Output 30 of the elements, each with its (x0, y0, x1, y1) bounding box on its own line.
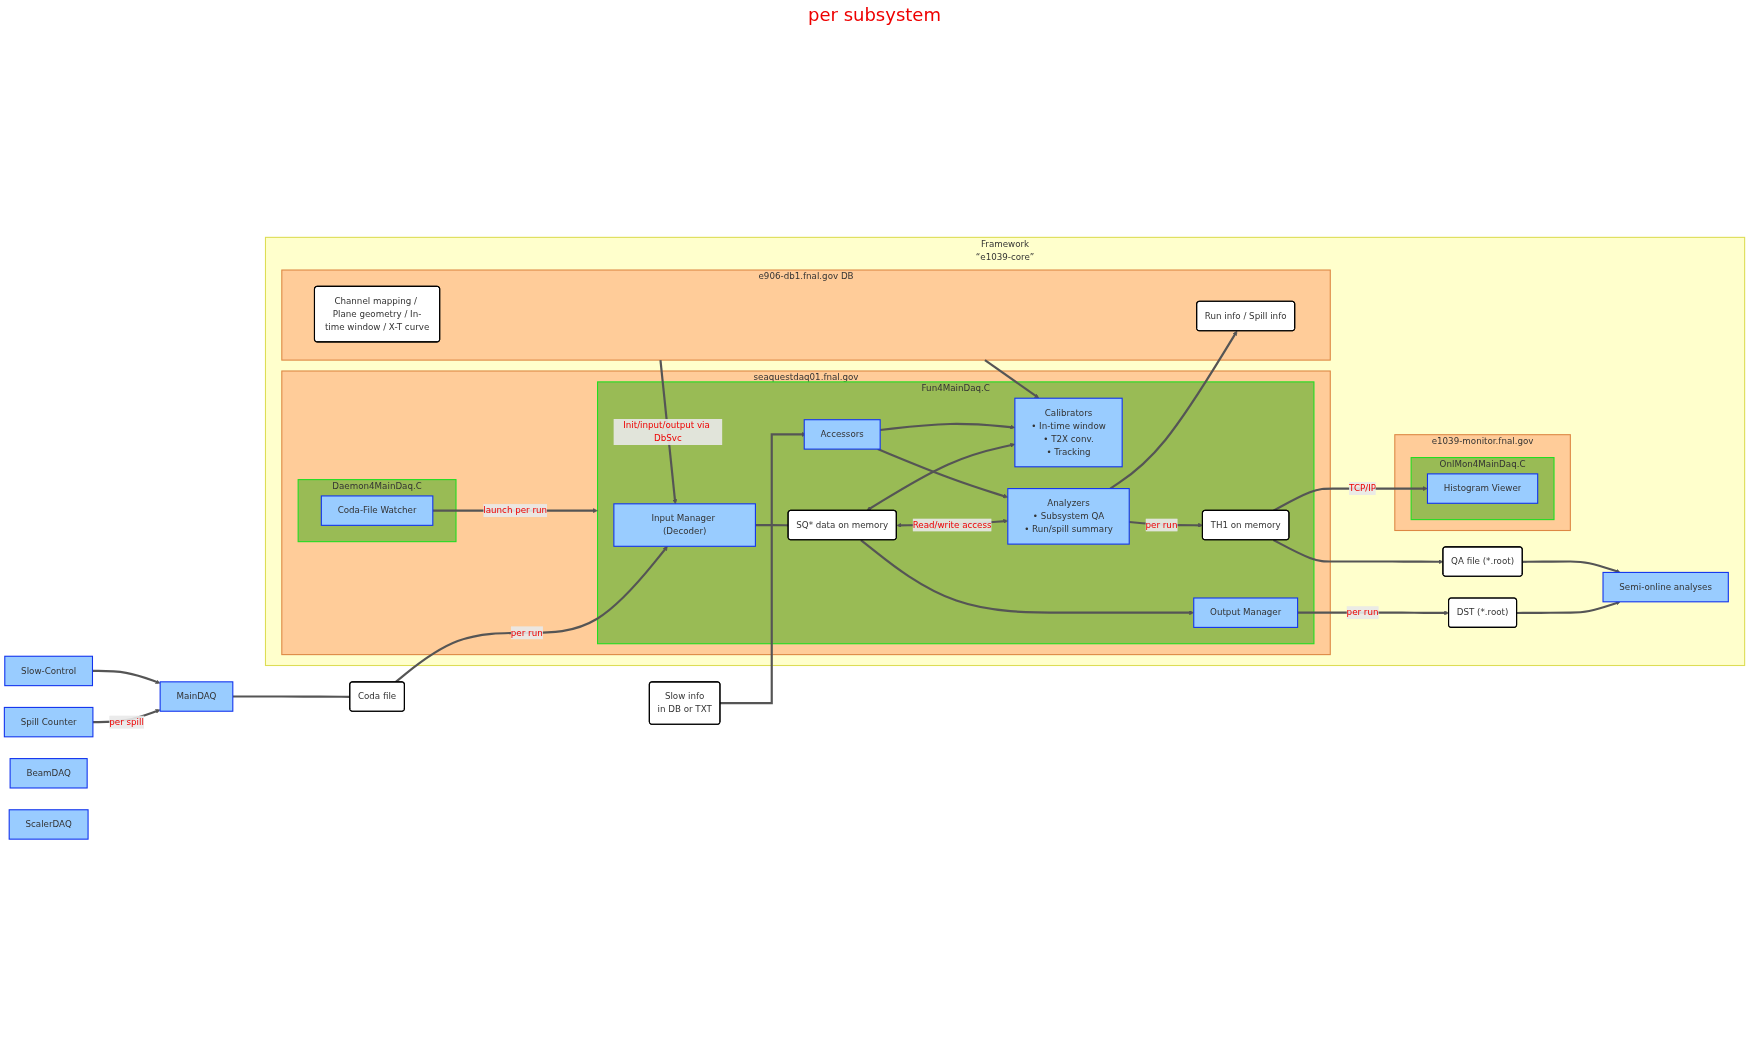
node-box: MainDAQ (159, 681, 234, 712)
arrow (1516, 600, 1621, 614)
edge-label: per run (1346, 606, 1379, 618)
node-box: Output Manager (1193, 597, 1299, 628)
node-box: Analyzers • Subsystem QA • Run/spill summary (1007, 487, 1130, 545)
node-box: Semi-online analyses (1602, 571, 1729, 603)
node-box: Slow-Control (4, 655, 94, 686)
arrow (1522, 560, 1621, 574)
node-box: Histogram Viewer (1426, 473, 1539, 504)
node-box: Spill Counter (3, 706, 94, 738)
node-box: Coda-File Watcher (320, 495, 434, 526)
edge-label: per run (1145, 519, 1178, 530)
edge-label: launch per run (483, 504, 548, 516)
edge-label: per spill (109, 716, 144, 727)
edge-label: Read/write access (912, 519, 992, 530)
edge-label: per run (510, 627, 543, 638)
node-box: Input Manager (Decoder) (613, 503, 756, 547)
node-box: BeamDAQ (9, 757, 88, 789)
edge-label: TCP/IP (1349, 482, 1376, 494)
connector (755, 523, 789, 527)
arrow (92, 669, 161, 684)
node-box: Accessors (803, 418, 881, 450)
arrow (394, 545, 668, 683)
edge-label: Init/input/output via DbSvc (623, 419, 710, 444)
arrow (1109, 330, 1238, 490)
arrow (860, 538, 1194, 615)
arrow (984, 358, 1040, 399)
node-box: ScalerDAQ (8, 808, 89, 840)
node-box: Calibrators • In-time window • T2X conv. • Tracking (1014, 397, 1123, 468)
note-text: per subsystem (808, 4, 941, 25)
